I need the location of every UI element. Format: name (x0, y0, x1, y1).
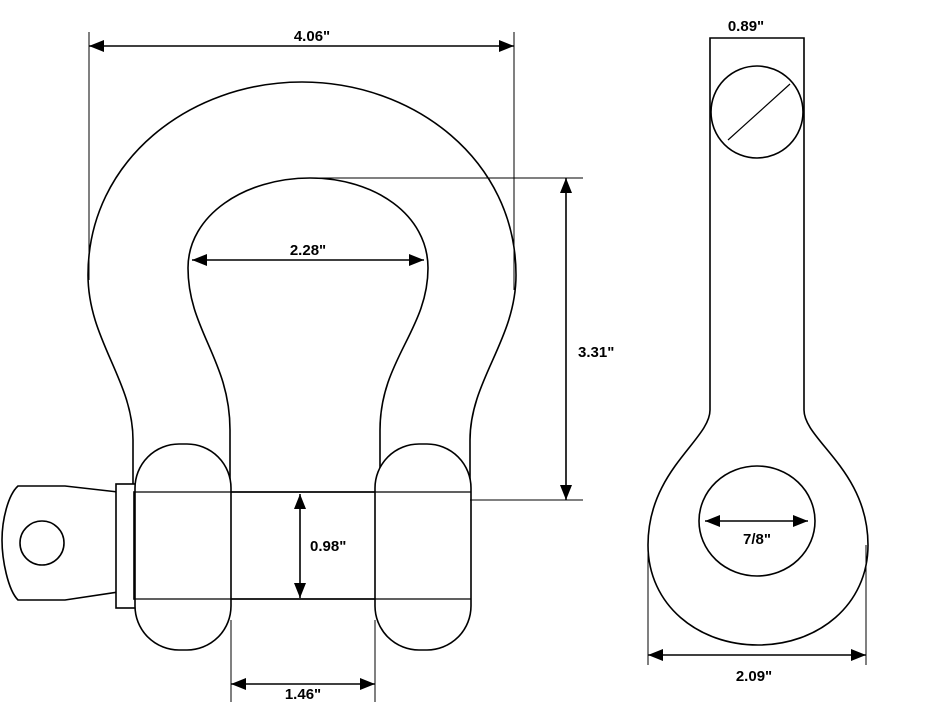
dim-inside-width: 2.28" (192, 242, 424, 266)
label-pin-hole: 7/8" (743, 531, 771, 548)
dim-side-body-width: 2.09" (647, 545, 867, 685)
label-pin-diameter: 0.98" (310, 538, 346, 555)
front-view (1, 81, 517, 651)
side-slot-line (727, 83, 791, 141)
label-inside-width: 2.28" (290, 242, 326, 259)
dim-pin-diameter: 0.98" (294, 494, 346, 598)
side-view (647, 37, 869, 646)
side-body (647, 37, 869, 646)
left-ear-boss (134, 443, 232, 651)
dim-side-eye-width: 0.89" (728, 18, 764, 35)
pin-eye-hole (19, 520, 65, 566)
right-ear-boss (374, 443, 472, 651)
dim-overall-width: 4.06" (88, 28, 515, 290)
label-jaw-width: 1.46" (285, 686, 321, 703)
label-side-eye-width: 0.89" (728, 18, 764, 35)
dim-inside-length: 3.31" (310, 177, 614, 501)
label-overall-width: 4.06" (294, 28, 330, 45)
dim-jaw-width: 1.46" (230, 620, 376, 703)
side-top-circle (710, 65, 804, 159)
label-side-body-width: 2.09" (736, 668, 772, 685)
pin-collar (115, 483, 137, 609)
label-inside-length: 3.31" (578, 344, 614, 361)
shackle-bow (87, 81, 517, 496)
dim-pin-hole: 7/8" (705, 515, 808, 548)
